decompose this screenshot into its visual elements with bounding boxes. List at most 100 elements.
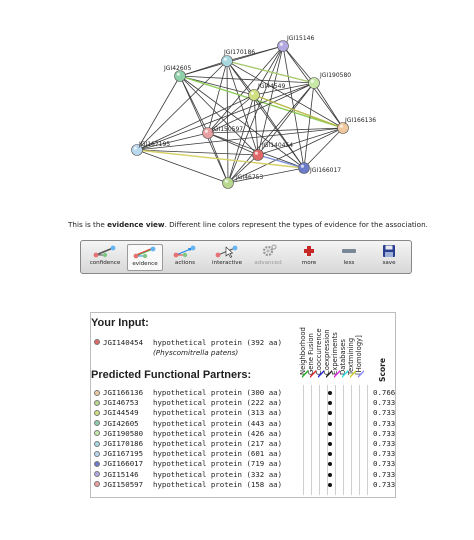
edge-JGI170186-JGI167195 — [136, 60, 228, 151]
more-button[interactable]: more — [291, 244, 327, 271]
partner-id[interactable]: JGI150597 — [103, 479, 144, 489]
node-JGI170186[interactable]: JGI170186 — [221, 49, 256, 67]
evidence-column-line — [351, 385, 352, 495]
partner-id[interactable]: JGI15146 — [103, 469, 139, 479]
edge-JGI44549-JGI166136 — [253, 94, 344, 129]
node-JGI15146[interactable]: JGI15146 — [277, 35, 315, 52]
node-circle[interactable] — [298, 162, 310, 174]
node-JGI166017[interactable]: JGI166017 — [298, 162, 342, 175]
node-circle[interactable] — [222, 177, 234, 189]
partner-color-dot — [94, 460, 100, 467]
network-edges — [136, 45, 344, 184]
evidence-header-label: Experiments — [331, 332, 339, 375]
node-highlight — [223, 57, 227, 61]
confidence-button[interactable]: confidence — [87, 244, 123, 271]
input-protein-id[interactable]: JGI140454 — [103, 338, 144, 347]
node-highlight — [133, 146, 137, 150]
partner-score: 0.733 — [373, 459, 396, 469]
evidence-column-line — [359, 385, 360, 495]
predicted-partners-title: Predicted Functional Partners: — [91, 369, 252, 381]
edge-JGI42605-JGI44549 — [179, 75, 255, 96]
coexpression-evidence-dot — [328, 472, 332, 477]
save-button[interactable]: save — [371, 244, 407, 271]
edge-JGI166136-JGI150597 — [207, 127, 344, 134]
partner-id[interactable]: JGI190580 — [103, 428, 144, 438]
partner-score: 0.733 — [373, 449, 396, 459]
node-JGI140454[interactable]: JGI140454 — [252, 142, 294, 161]
edge-JGI170186-JGI46753 — [226, 60, 229, 184]
node-JGI46753[interactable]: JGI46753 — [222, 174, 264, 189]
evidence-header-label: Coexpression — [323, 329, 331, 375]
evidence-view-caption: This is the evidence view. Different lin… — [68, 220, 428, 229]
node-label: JGI190580 — [319, 72, 351, 79]
coexpression-evidence-dot — [328, 482, 332, 487]
save-icon — [383, 245, 395, 257]
node-highlight — [339, 124, 343, 128]
edge-JGI140454-JGI166017 — [257, 154, 305, 169]
actions-button[interactable]: actions — [167, 244, 203, 271]
node-JGI42605[interactable]: JGI42605 — [163, 65, 191, 82]
node-circle[interactable] — [252, 149, 264, 161]
edge-JGI42605-JGI167195 — [136, 75, 181, 151]
edge-JGI170186-JGI190580 — [226, 60, 315, 84]
edge-JGI190580-JGI150597 — [207, 82, 315, 134]
partner-color-dot — [94, 409, 100, 416]
score-header: Score — [378, 357, 387, 382]
node-JGI166136[interactable]: JGI166136 — [337, 117, 377, 134]
edge-JGI170186-JGI150597 — [207, 60, 228, 134]
node-circle[interactable] — [174, 70, 186, 82]
edge-JGI190580-JGI166017 — [303, 82, 315, 169]
node-circle[interactable] — [337, 122, 349, 134]
node-label: JGI166136 — [344, 117, 376, 124]
evidence-column-line — [311, 385, 312, 495]
partner-id[interactable]: JGI166136 — [103, 388, 144, 397]
advanced-button[interactable]: advanced — [249, 244, 287, 271]
partner-id[interactable]: JGI46753 — [103, 398, 139, 408]
node-label: JGI167195 — [138, 141, 170, 148]
less-button[interactable]: less — [331, 244, 367, 271]
node-highlight — [300, 164, 304, 168]
edge-JGI190580-JGI44549 — [253, 82, 315, 96]
edge-JGI150597-JGI140454 — [207, 132, 259, 156]
node-highlight — [250, 91, 254, 95]
input-species: (Physcomitrella patens) — [153, 348, 239, 357]
node-JGI44549[interactable]: JGI44549 — [248, 83, 286, 101]
node-circle[interactable] — [221, 55, 233, 67]
node-circle[interactable] — [277, 40, 289, 52]
edge-JGI44549-JGI166017 — [253, 94, 305, 169]
evidence-column-line — [367, 385, 368, 495]
evidence-column-line — [319, 385, 320, 495]
node-JGI167195[interactable]: JGI167195 — [131, 141, 171, 156]
evidence-column-line — [335, 385, 336, 495]
node-JGI190580[interactable]: JGI190580 — [308, 72, 352, 89]
partner-color-dot — [94, 440, 100, 447]
interactive-button[interactable]: interactive — [207, 244, 247, 271]
partner-id[interactable]: JGI170186 — [103, 439, 144, 448]
evidence-button[interactable]: evidence — [127, 244, 163, 271]
partner-description: hypothetical protein (313 aa) — [153, 408, 283, 418]
node-circle[interactable] — [308, 77, 320, 89]
edge-JGI190580-JGI166136 — [313, 82, 344, 129]
node-label: JGI166017 — [309, 167, 341, 174]
partner-id[interactable]: JGI166017 — [103, 459, 144, 469]
node-JGI150597[interactable]: JGI150597 — [202, 126, 244, 139]
partner-id[interactable]: JGI167195 — [103, 449, 144, 459]
partner-color-dot — [94, 399, 100, 406]
edge-JGI15146-JGI44549 — [253, 45, 284, 96]
partner-id[interactable]: JGI42605 — [103, 418, 139, 428]
node-highlight — [204, 129, 208, 133]
partner-id[interactable]: JGI44549 — [103, 408, 139, 418]
edge-JGI166136-JGI46753 — [227, 127, 344, 184]
node-circle[interactable] — [248, 89, 260, 101]
